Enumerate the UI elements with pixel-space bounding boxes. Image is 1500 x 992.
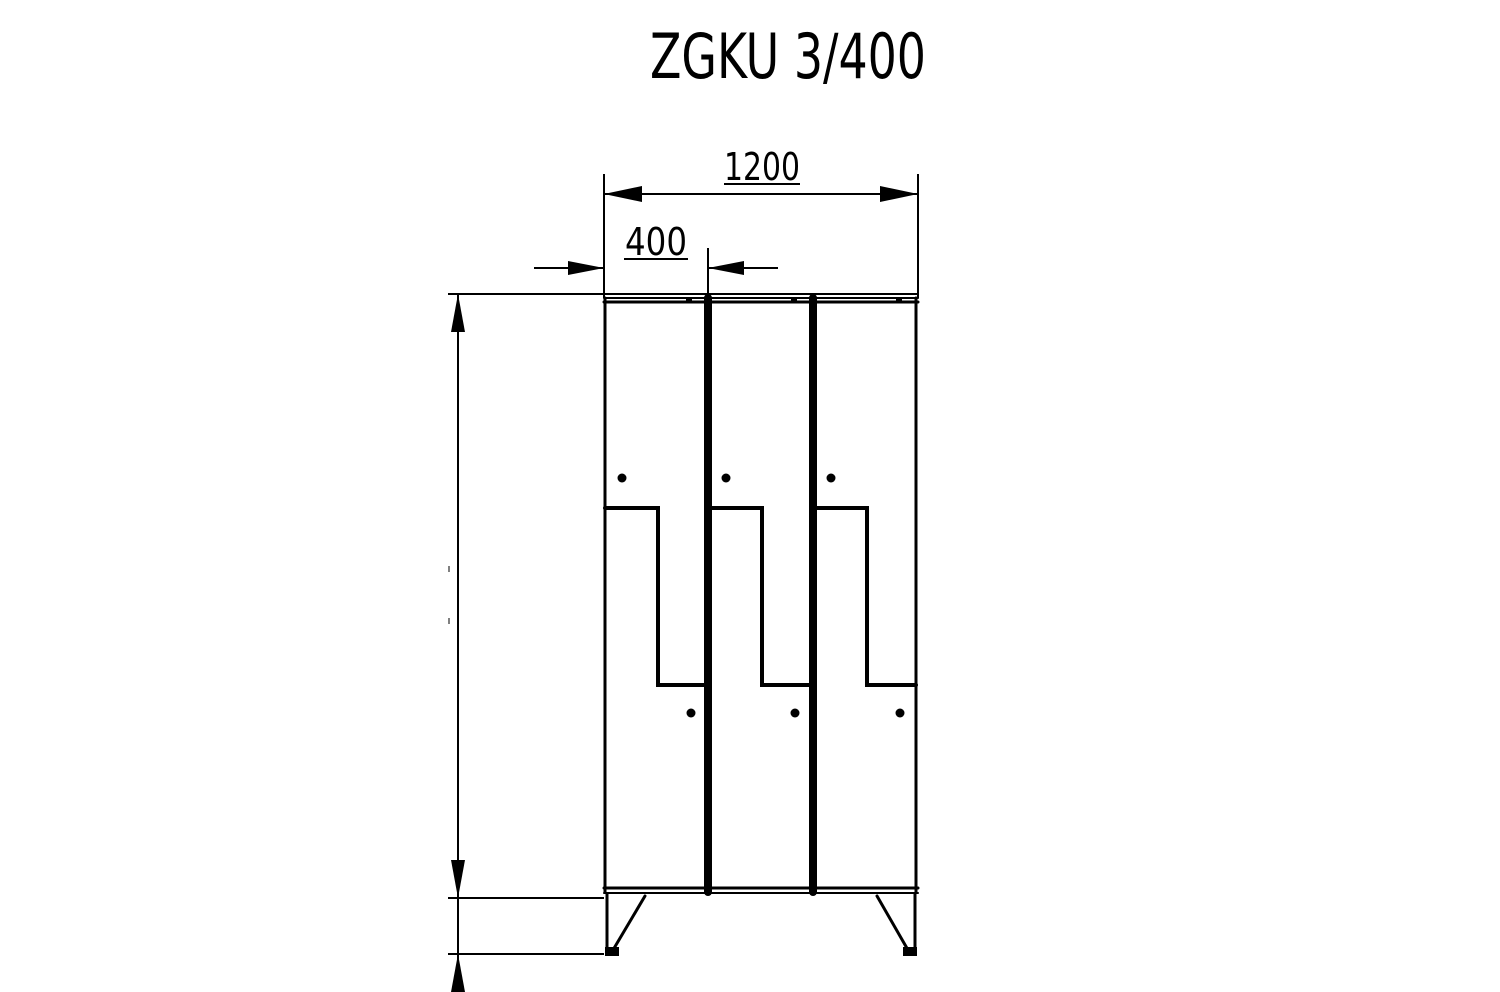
locker-legs	[605, 892, 917, 956]
lock-icon	[826, 473, 836, 483]
lock-icon	[721, 473, 731, 483]
z-door-divider	[708, 506, 813, 687]
hinge-marks	[686, 298, 902, 301]
z-door-divider	[813, 506, 918, 687]
z-door-divider	[603, 506, 708, 687]
dimension-total-width-label: 1200	[724, 145, 800, 189]
lock-icon	[617, 473, 627, 483]
locker-cabinet	[602, 294, 920, 896]
lock-icon	[895, 708, 905, 718]
locker-column-1	[603, 473, 708, 718]
locker-column-2	[708, 473, 813, 718]
lock-icon	[790, 708, 800, 718]
dimension-total-width	[603, 174, 919, 298]
lock-icon	[686, 708, 696, 718]
dimension-compartment-width	[534, 248, 778, 300]
locker-column-3	[813, 473, 918, 718]
drawing-title: ZGKU 3/400	[650, 20, 926, 93]
dimension-compartment-width-label: 400	[625, 220, 687, 264]
dimension-height	[448, 293, 918, 992]
